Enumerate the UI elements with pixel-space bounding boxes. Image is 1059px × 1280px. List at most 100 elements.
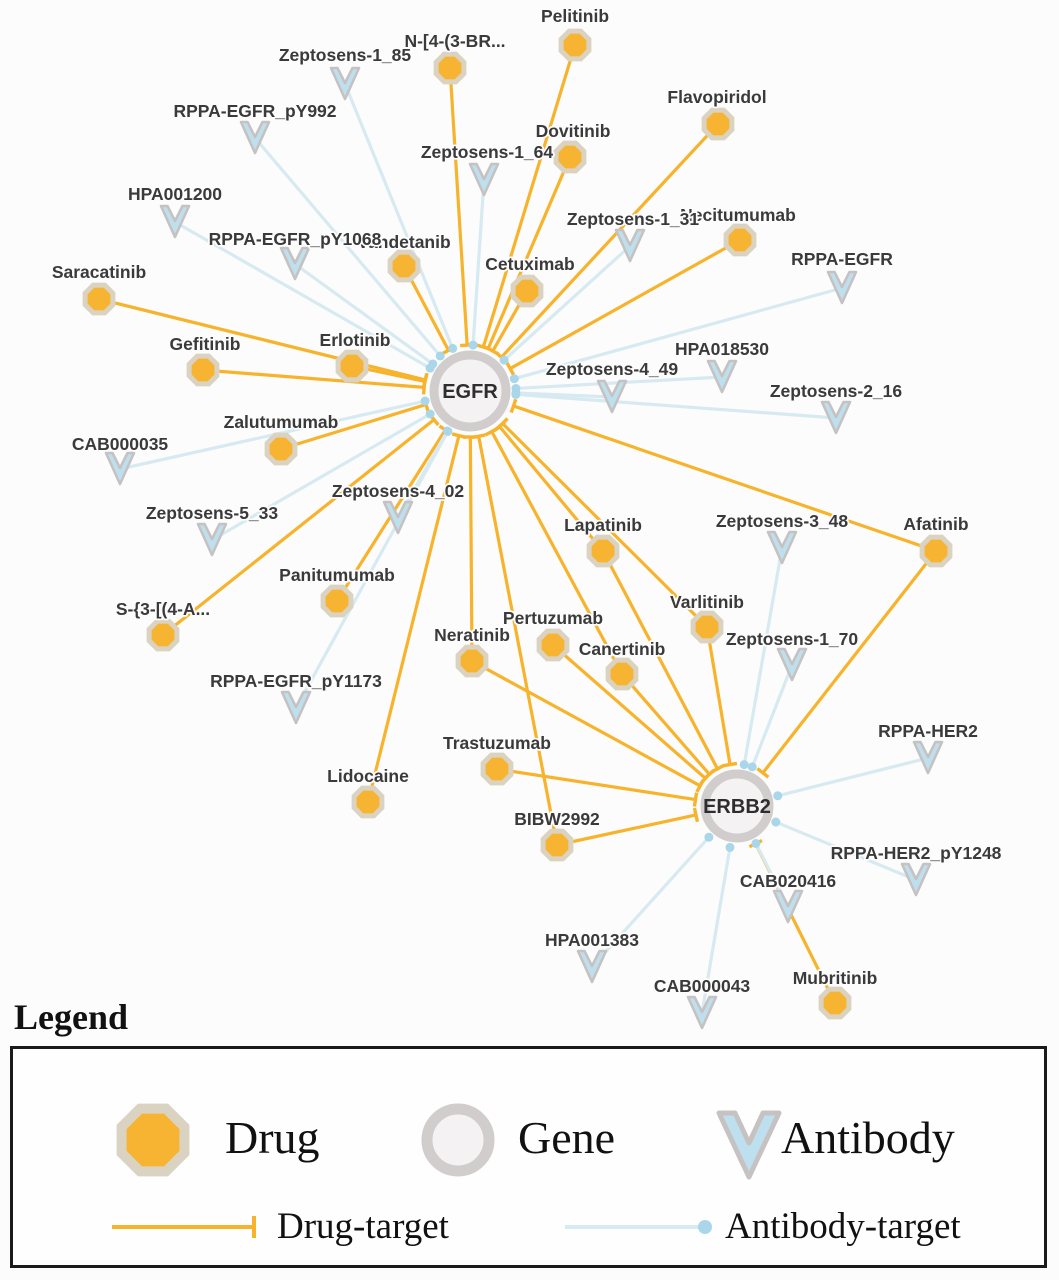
drug-node-lapatinib xyxy=(586,534,620,568)
flavopiridol-to-egfr-edge xyxy=(500,122,720,359)
drug-label-varlitinib: Varlitinib xyxy=(670,592,744,612)
antibody-label-zeptosens-1-64: Zeptosens-1_64 xyxy=(421,142,554,162)
lapatinib-to-erbb2-edge xyxy=(601,550,719,770)
drug-label-panitumumab: Panitumumab xyxy=(279,565,395,585)
drug-edge-tee-cap xyxy=(692,792,699,807)
drug-edge-tee-cap xyxy=(496,417,509,430)
antibody-label-cab000035: CAB000035 xyxy=(72,434,169,454)
legend-drug-icon xyxy=(116,1103,190,1177)
antibody-label-zeptosens-2-16: Zeptosens-2_16 xyxy=(770,381,903,401)
antibody-node-zeptosens-2-16 xyxy=(820,400,852,435)
gene-node-egfr xyxy=(429,350,511,432)
legend-gene-label: Gene xyxy=(518,1112,616,1163)
zeptosens-5-33-to-egfr-edge xyxy=(211,412,431,542)
antibody-label-zeptosens-3-48: Zeptosens-3_48 xyxy=(716,511,849,531)
antibody-node-zeptosens-3-48 xyxy=(766,530,798,565)
rppa-egfr-py992-to-egfr-edge xyxy=(253,136,442,357)
antibody-label-zeptosens-1-70: Zeptosens-1_70 xyxy=(726,629,859,649)
antibody-label-rppa-her2: RPPA-HER2 xyxy=(878,721,978,741)
antibody-node-cab000043 xyxy=(686,995,718,1030)
dovitinib-to-egfr-edge xyxy=(486,156,572,350)
drug-node-vandetanib xyxy=(387,249,421,283)
afatinib-to-egfr-edge xyxy=(512,404,937,553)
drug-label-flavopiridol: Flavopiridol xyxy=(667,87,766,107)
antibody-node-zeptosens-1-70 xyxy=(776,647,808,682)
antibody-node-rppa-egfr-py1068 xyxy=(279,246,311,281)
antibody-node-rppa-egfr xyxy=(826,270,858,305)
drug-node-dovitinib xyxy=(553,140,587,174)
antibody-label-hpa001383: HPA001383 xyxy=(545,930,639,950)
canertinib-to-erbb2-edge xyxy=(620,672,711,776)
rppa-her2-py1248-to-erbb2-edge xyxy=(775,820,917,882)
antibody-label-rppa-egfr: RPPA-EGFR xyxy=(791,249,893,269)
antibody-node-rppa-her2-py1248 xyxy=(900,862,932,897)
drug-edge-tee-cap xyxy=(484,426,499,437)
zeptosens-1-64-to-egfr-edge xyxy=(471,179,486,346)
antibody-node-zeptosens-1-31 xyxy=(614,228,646,263)
drug-node-flavopiridol xyxy=(701,107,735,141)
drug-label-bibw2992: BIBW2992 xyxy=(514,809,600,829)
labels-layer: PelitinibN-[4-(3-BR...FlavopiridolDoviti… xyxy=(50,4,1003,998)
lidocaine-to-egfr-edge xyxy=(366,435,461,803)
antibody-label-zeptosens-4-02: Zeptosens-4_02 xyxy=(332,481,465,501)
antibody-label-rppa-egfr-py1173: RPPA-EGFR_pY1173 xyxy=(210,671,382,691)
antibody-edge-dot-cap xyxy=(509,374,519,384)
antibody-edge-dot-cap xyxy=(435,351,445,361)
antibody-edge-dot-cap xyxy=(771,817,781,827)
neratinib-to-erbb2-edge xyxy=(471,659,701,788)
pelitinib-to-egfr-edge xyxy=(481,44,577,348)
antibody-label-hpa018530: HPA018530 xyxy=(675,339,769,359)
pertuzumab-to-erbb2-edge xyxy=(551,643,707,780)
antibody-node-zeptosens-5-33 xyxy=(196,522,228,557)
drug-node-erlotinib xyxy=(335,349,369,383)
drug-node-saracatinib xyxy=(82,282,116,316)
varlitinib-to-erbb2-edge xyxy=(705,626,732,765)
drug-label-cetuximab: Cetuximab xyxy=(485,254,574,274)
legend-antibody-target-dot xyxy=(698,1220,712,1234)
zeptosens-2-16-to-egfr-edge xyxy=(515,392,837,420)
antibody-edge-dot-cap xyxy=(773,791,783,801)
antibody-label-zeptosens-4-49: Zeptosens-4_49 xyxy=(546,359,679,379)
antibody-edge-dot-cap xyxy=(468,340,478,350)
antibody-edge-dot-cap xyxy=(448,343,458,353)
drug-label-gefitinib: Gefitinib xyxy=(170,334,241,354)
legend-gene-icon xyxy=(421,1103,495,1177)
drug-node-necitumumab xyxy=(723,223,757,257)
antibody-label-hpa001200: HPA001200 xyxy=(128,184,222,204)
gene-node-erbb2 xyxy=(700,769,774,843)
drug-label-pelitinib: Pelitinib xyxy=(541,6,609,26)
antibody-node-hpa018530 xyxy=(706,359,738,394)
antibody-label-cab020416: CAB020416 xyxy=(740,871,837,891)
legend-drug-target-label: Drug-target xyxy=(277,1206,449,1247)
legend-drug-label: Drug xyxy=(225,1112,320,1163)
antibody-node-rppa-egfr-py1173 xyxy=(280,690,312,725)
drug-edge-tee-cap xyxy=(485,346,500,356)
antibody-label-rppa-egfr-py992: RPPA-EGFR_pY992 xyxy=(173,101,336,121)
drug-node-lidocaine xyxy=(351,785,385,819)
rppa-egfr-to-egfr-edge xyxy=(513,286,843,381)
legend-antibody-chevron xyxy=(716,1110,782,1180)
antibody-label-rppa-egfr-py1068: RPPA-EGFR_pY1068 xyxy=(209,229,382,249)
antibody-node-hpa001200 xyxy=(159,204,191,239)
antibody-node-zeptosens-1-64 xyxy=(468,162,500,197)
hpa001383-to-erbb2-edge xyxy=(590,836,711,969)
saracatinib-to-egfr-edge xyxy=(98,297,426,382)
zeptosens-3-48-to-erbb2-edge xyxy=(742,547,784,765)
antibody-edge-dot-cap xyxy=(725,842,735,852)
drug-label-lapatinib: Lapatinib xyxy=(564,515,642,535)
drug-node-zalutumumab xyxy=(264,432,298,466)
antibody-edge-dot-cap xyxy=(751,838,761,848)
drug-label-saracatinib: Saracatinib xyxy=(52,262,146,282)
rppa-egfr-py1068-to-egfr-edge xyxy=(294,262,434,366)
cab000043-to-erbb2-edge xyxy=(700,847,732,1014)
drug-label-pertuzumab: Pertuzumab xyxy=(503,608,603,628)
drug-edge-tee-cap xyxy=(699,771,712,785)
nodes-layer xyxy=(82,28,953,1030)
antibody-edge-dot-cap xyxy=(511,389,521,399)
drug-node-gefitinib xyxy=(186,353,220,387)
drug-node-n-4-3-br xyxy=(433,51,467,85)
antibody-label-cab000043: CAB000043 xyxy=(654,976,751,996)
gene-label-erbb2: ERBB2 xyxy=(703,796,771,818)
legend-antibody-target-icon xyxy=(565,1220,712,1234)
gefitinib-to-egfr-edge xyxy=(202,368,425,389)
